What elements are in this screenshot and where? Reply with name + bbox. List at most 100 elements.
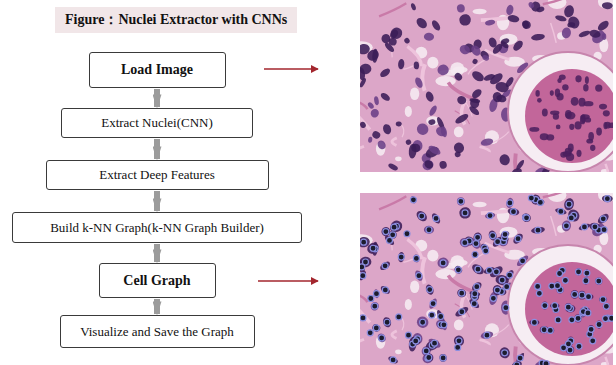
stroma-fiber — [379, 3, 406, 16]
nucleus — [602, 2, 613, 9]
nucleus — [379, 67, 392, 79]
graph-vertex — [575, 315, 581, 321]
nucleus — [376, 139, 387, 151]
nucleus — [368, 136, 373, 143]
nucleus — [505, 4, 514, 16]
histology-image — [360, 0, 613, 172]
nucleus — [495, 81, 510, 94]
graph-vertex — [413, 255, 419, 261]
graph-vertex — [581, 224, 587, 230]
nucleus — [505, 197, 514, 209]
nucleus — [550, 110, 559, 114]
nucleus — [472, 251, 479, 258]
graph-vertex — [596, 322, 602, 328]
nucleus — [578, 98, 585, 107]
graph-vertex — [462, 210, 468, 216]
graph-vertex — [455, 344, 461, 350]
graph-vertex — [410, 197, 416, 203]
graph-vertex — [486, 267, 492, 273]
nucleus — [567, 22, 575, 28]
nucleus — [565, 110, 572, 118]
graph-vertex — [603, 316, 609, 322]
stroma-fiber — [360, 291, 367, 303]
graph-vertex — [536, 290, 542, 296]
graph-vertex — [490, 233, 496, 239]
figure-title: Figure：Nuclei Extractor with CNNs — [55, 7, 297, 33]
box-label: Build k-NN Graph(k-NN Graph Builder) — [50, 220, 264, 236]
nucleus — [470, 87, 483, 100]
nucleus — [575, 75, 581, 82]
nucleus — [546, 327, 554, 333]
nucleus — [374, 96, 380, 106]
nucleus — [454, 344, 461, 351]
nucleus — [565, 305, 575, 313]
nucleus — [542, 302, 548, 310]
nucleus — [421, 158, 436, 172]
graph-vertex — [523, 214, 529, 220]
nucleus — [427, 144, 442, 157]
graph-vertex — [370, 245, 376, 251]
graph-vertex — [604, 196, 610, 202]
nucleus — [571, 97, 579, 106]
nucleus — [550, 90, 554, 96]
pointer-arrow — [264, 68, 318, 70]
nucleus — [472, 58, 479, 65]
lumen — [405, 106, 412, 117]
graph-vertex — [459, 309, 465, 315]
graph-vertex — [455, 267, 461, 273]
nucleus — [367, 101, 375, 110]
nucleus — [389, 28, 400, 40]
graph-vertex — [423, 348, 429, 354]
nucleus — [480, 137, 494, 147]
process-box: Extract Deep Features — [46, 160, 269, 190]
nucleus — [383, 41, 395, 53]
lumen — [473, 9, 487, 15]
nucleus — [590, 145, 595, 151]
graph-vertex — [382, 263, 388, 269]
nucleus — [569, 124, 574, 130]
nucleus — [567, 215, 575, 221]
nucleus — [575, 121, 582, 129]
nucleus — [500, 37, 510, 45]
graph-vertex — [601, 227, 607, 233]
nucleus — [469, 291, 480, 297]
graph-vertex — [579, 292, 585, 298]
graph-vertex — [502, 350, 508, 356]
nucleus — [405, 139, 412, 146]
nucleus — [590, 338, 595, 344]
nucleus — [529, 320, 539, 325]
nucleus — [537, 291, 542, 296]
graph-vertex — [361, 239, 367, 245]
graph-vertex — [576, 269, 582, 275]
graph-vertex — [590, 338, 596, 344]
nucleus — [483, 73, 496, 82]
nucleus — [557, 78, 561, 83]
nucleus — [437, 64, 450, 77]
nucleus — [379, 260, 392, 272]
graph-vertex — [420, 319, 426, 325]
stroma-fiber — [392, 138, 397, 146]
graph-vertex — [567, 347, 573, 353]
nucleus — [428, 119, 436, 126]
graph-vertex — [542, 303, 548, 309]
glomerulus — [525, 69, 613, 163]
lumen — [395, 156, 402, 161]
nucleus — [599, 104, 607, 110]
graph-vertex — [404, 231, 410, 237]
nucleus — [521, 212, 533, 223]
graph-vertex — [438, 313, 444, 319]
nucleus — [596, 320, 602, 328]
graph-vertex — [379, 335, 385, 341]
glomerulus — [525, 262, 613, 356]
nucleus — [439, 353, 448, 362]
graph-vertex — [502, 231, 508, 237]
graph-vertex — [473, 241, 479, 247]
graph-vertex — [426, 354, 432, 360]
nucleus — [403, 37, 411, 45]
graph-vertex — [368, 295, 374, 301]
graph-vertex — [555, 317, 561, 323]
nucleus — [535, 90, 539, 97]
nucleus — [369, 301, 380, 312]
graph-vertex — [531, 319, 537, 325]
flow-arrow — [154, 299, 160, 314]
